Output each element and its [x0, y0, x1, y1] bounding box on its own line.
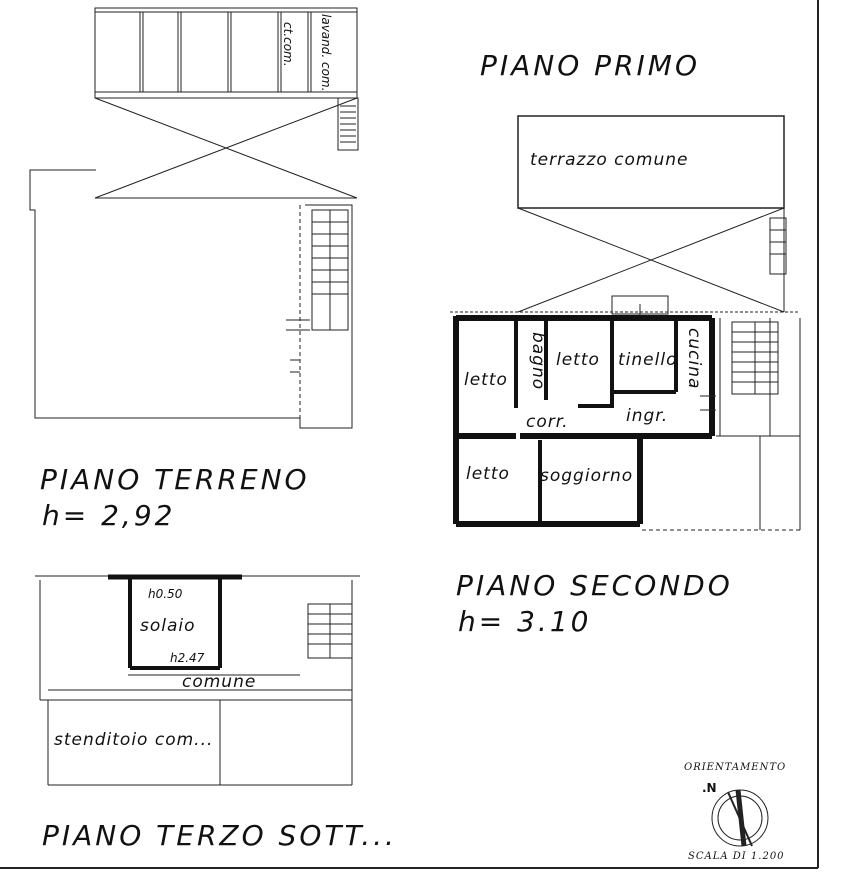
piano-secondo-title: PIANO SECONDO — [456, 569, 733, 602]
piano-terreno-title: PIANO TERRENO — [40, 463, 310, 496]
piano-primo-title: PIANO PRIMO — [480, 49, 700, 82]
solaio-height-bottom: h2.47 — [170, 651, 205, 665]
room-label-bagno: bagno — [528, 332, 548, 391]
room-label-letto-1: letto — [464, 370, 508, 390]
room-label-stenditoio: stenditoio com... — [54, 730, 214, 750]
solaio-height-top: h0.50 — [148, 587, 183, 601]
piano-terreno-plan — [29, 169, 353, 429]
piano-secondo-plan — [453, 295, 801, 531]
room-label-lavand-com: lavand. com. — [319, 14, 333, 92]
room-label-letto-2: letto — [556, 350, 600, 370]
room-label-tinello: tinello — [618, 350, 678, 370]
room-label-letto-3: letto — [466, 464, 510, 484]
terrazzo-plan — [450, 115, 800, 313]
room-label-soggiorno: soggiorno — [540, 466, 634, 486]
piano-primo-plan — [94, 7, 359, 199]
compass-icon — [711, 789, 769, 847]
terrazzo-label: terrazzo comune — [530, 150, 689, 170]
room-label-comune: comune — [182, 672, 257, 692]
room-label-corr: corr. — [526, 412, 569, 432]
room-label-ct-com: ct.com. — [281, 22, 295, 67]
piano-terreno-height: h= 2,92 — [42, 499, 176, 532]
room-label-solaio: solaio — [140, 616, 196, 636]
piano-terzo-title: PIANO TERZO SOTT... — [42, 819, 397, 852]
north-label: .N — [702, 781, 717, 795]
piano-terzo-plan — [35, 574, 360, 786]
room-label-cucina: cucina — [684, 328, 704, 390]
scale-label: SCALA DI 1.200 — [688, 851, 785, 862]
piano-secondo-height: h= 3.10 — [458, 605, 592, 638]
orientamento-label: ORIENTAMENTO — [684, 762, 787, 773]
room-label-ingr: ingr. — [626, 406, 669, 426]
